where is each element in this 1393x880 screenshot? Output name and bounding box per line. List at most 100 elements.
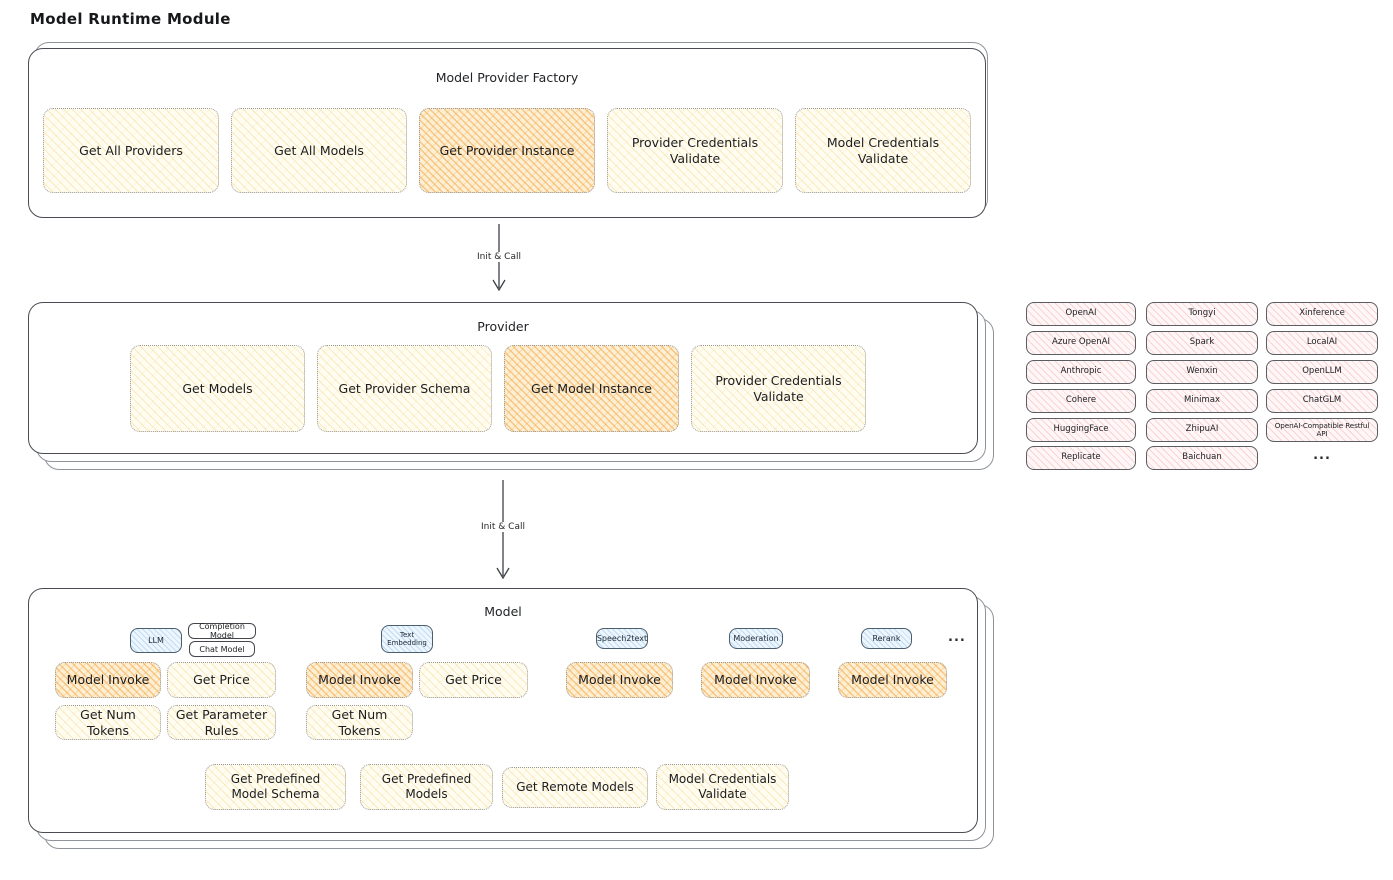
factory-node-model-credentials-validate: Model Credentials Validate	[795, 108, 971, 193]
node-label: Get Models	[182, 380, 253, 396]
init-call-label-bottom: Init & Call	[477, 522, 529, 532]
provider-chip-openllm: OpenLLM	[1266, 360, 1378, 384]
factory-node-get-all-models: Get All Models	[231, 108, 407, 193]
model-type-pill-speech2text: Speech2text	[596, 628, 648, 649]
provider-chip-openai-compatible: OpenAI-Compatible Restful API	[1266, 418, 1378, 442]
chip-label: ZhipuAI	[1185, 424, 1219, 435]
node-label: Model Invoke	[66, 672, 150, 688]
node-label: Model Credentials Validate	[826, 134, 940, 166]
chip-label: Cohere	[1065, 395, 1097, 406]
chip-label: Xinference	[1299, 308, 1345, 319]
provider-chip-spark: Spark	[1146, 331, 1258, 355]
chip-label: Wenxin	[1186, 366, 1218, 377]
factory-title: Model Provider Factory	[435, 70, 579, 85]
provider-chip-anthropic: Anthropic	[1026, 360, 1136, 384]
provider-node-get-models: Get Models	[130, 345, 305, 432]
node-label: Model Invoke	[851, 672, 934, 688]
node-label: Get Provider Schema	[338, 380, 471, 396]
init-call-label-top: Init & Call	[473, 252, 525, 262]
node-label: Model Invoke	[318, 672, 401, 688]
provider-chip-replicate: Replicate	[1026, 446, 1136, 470]
chip-label: Azure OpenAI	[1052, 337, 1110, 348]
model-node-get-price-text-embedding: Get Price	[419, 662, 528, 698]
model-type-tag-completion-model: Completion Model	[188, 622, 256, 640]
model-node-model-credentials-validate: Model Credentials Validate	[656, 764, 789, 810]
tag-label: Completion Model	[199, 622, 245, 640]
model-node-invoke-rerank: Model Invoke	[838, 662, 947, 698]
model-type-pill-moderation: Moderation	[729, 628, 783, 649]
provider-chip-cohere: Cohere	[1026, 389, 1136, 413]
chip-label: Replicate	[1061, 452, 1101, 463]
node-label: Get Price	[445, 672, 502, 688]
provider-chip-baichuan: Baichuan	[1146, 446, 1258, 470]
provider-node-get-model-instance: Get Model Instance	[504, 345, 679, 432]
provider-chip-chatglm: ChatGLM	[1266, 389, 1378, 413]
chip-label: HuggingFace	[1053, 424, 1109, 435]
provider-chip-azure-openai: Azure OpenAI	[1026, 331, 1136, 355]
provider-chip-wenxin: Wenxin	[1146, 360, 1258, 384]
chip-label: OpenAI-Compatible Restful API	[1274, 421, 1370, 438]
model-node-invoke-speech2text: Model Invoke	[566, 662, 673, 698]
pill-label: LLM	[148, 635, 164, 645]
chip-label: ChatGLM	[1302, 395, 1342, 406]
node-label: Provider Credentials Validate	[631, 134, 759, 166]
model-node-get-price-llm: Get Price	[167, 662, 276, 698]
node-label: Get Provider Instance	[439, 142, 575, 158]
chip-label: Spark	[1189, 337, 1215, 348]
provider-chip-minimax: Minimax	[1146, 389, 1258, 413]
pill-label: Speech2text	[596, 633, 648, 643]
node-label: Get All Models	[274, 142, 364, 158]
node-label: Model Invoke	[578, 672, 661, 688]
model-type-tag-chat-model: Chat Model	[189, 641, 255, 657]
provider-chip-tongyi: Tongyi	[1146, 302, 1258, 326]
chip-label: LocalAI	[1306, 337, 1338, 348]
provider-title: Provider	[477, 319, 529, 334]
provider-chip-localai: LocalAI	[1266, 331, 1378, 355]
model-node-get-num-tokens-llm: Get Num Tokens	[55, 705, 161, 740]
factory-node-get-all-providers: Get All Providers	[43, 108, 219, 193]
node-label: Model Invoke	[714, 672, 797, 688]
model-type-pill-rerank: Rerank	[861, 628, 912, 649]
chip-label: Baichuan	[1182, 452, 1222, 463]
model-node-get-remote-models: Get Remote Models	[502, 767, 648, 808]
node-label: Provider Credentials Validate	[715, 372, 842, 404]
chip-label: OpenAI	[1065, 308, 1097, 319]
provider-chip-huggingface: HuggingFace	[1026, 418, 1136, 442]
model-type-pill-text-embedding: Text Embedding	[381, 625, 433, 653]
provider-chip-zhipuai: ZhipuAI	[1146, 418, 1258, 442]
model-types-ellipsis: ...	[948, 630, 966, 645]
model-node-get-parameter-rules: Get Parameter Rules	[167, 705, 276, 740]
pill-label: Text Embedding	[387, 630, 427, 647]
provider-node-get-provider-schema: Get Provider Schema	[317, 345, 492, 432]
pill-label: Moderation	[733, 633, 779, 643]
provider-grid-ellipsis: ...	[1313, 448, 1331, 463]
init-call-arrow-bottom-icon	[496, 480, 510, 580]
factory-node-provider-credentials-validate: Provider Credentials Validate	[607, 108, 783, 193]
model-type-pill-llm: LLM	[130, 628, 182, 653]
model-node-get-predefined-models: Get Predefined Models	[360, 764, 493, 810]
tag-label: Chat Model	[199, 644, 245, 654]
model-node-invoke-llm: Model Invoke	[55, 662, 161, 698]
node-label: Get Price	[193, 672, 250, 688]
model-node-invoke-text-embedding: Model Invoke	[306, 662, 413, 698]
node-label: Get Num Tokens	[80, 706, 136, 738]
node-label: Model Credentials Validate	[668, 772, 777, 801]
node-label: Get Num Tokens	[331, 706, 388, 738]
node-label: Get All Providers	[79, 142, 183, 158]
page-title: Model Runtime Module	[30, 10, 231, 28]
node-label: Get Predefined Model Schema	[230, 772, 321, 801]
node-label: Get Predefined Models	[381, 772, 472, 801]
chip-label: Minimax	[1184, 395, 1220, 406]
pill-label: Rerank	[872, 633, 901, 643]
model-node-invoke-moderation: Model Invoke	[701, 662, 810, 698]
node-label: Get Model Instance	[531, 380, 652, 396]
node-label: Get Parameter Rules	[175, 706, 268, 738]
chip-label: Anthropic	[1060, 366, 1102, 377]
model-title: Model	[484, 604, 522, 619]
model-node-get-predefined-model-schema: Get Predefined Model Schema	[205, 764, 346, 810]
node-label: Get Remote Models	[516, 780, 634, 794]
provider-chip-openai: OpenAI	[1026, 302, 1136, 326]
factory-node-get-provider-instance: Get Provider Instance	[419, 108, 595, 193]
chip-label: Tongyi	[1188, 308, 1216, 319]
